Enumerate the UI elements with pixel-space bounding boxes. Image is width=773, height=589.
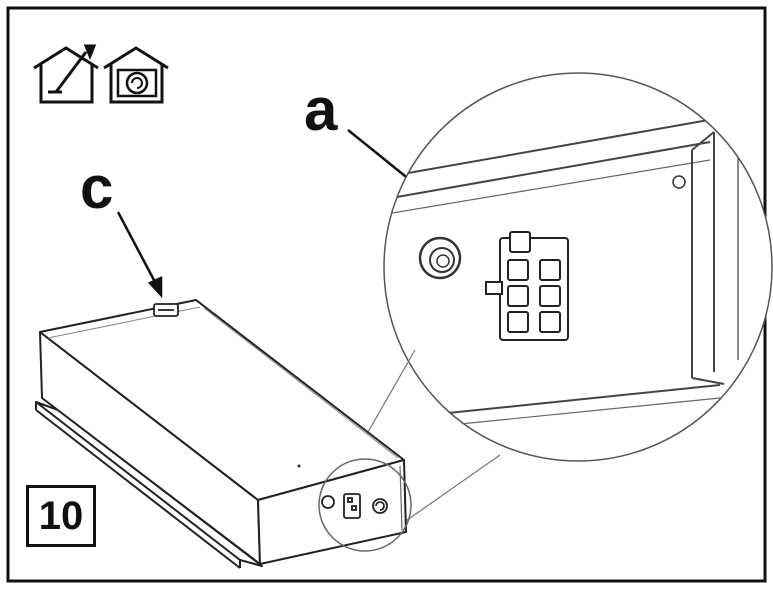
house-exhaust-icon bbox=[33, 44, 99, 104]
connector-a bbox=[485, 231, 569, 341]
control-box bbox=[35, 299, 407, 569]
house-spiral-icon bbox=[103, 46, 169, 104]
callout-arrow-c bbox=[116, 211, 163, 299]
callout-label-c: c bbox=[80, 154, 114, 221]
surface-dot bbox=[297, 464, 301, 468]
callout-label-a: a bbox=[304, 76, 338, 143]
detail-circle-small bbox=[318, 458, 412, 552]
step-number-box: 10 bbox=[26, 485, 96, 547]
magnified-detail bbox=[383, 72, 773, 462]
box-end-connectors bbox=[321, 493, 388, 519]
switch-c bbox=[153, 303, 179, 317]
step-number: 10 bbox=[38, 493, 84, 538]
